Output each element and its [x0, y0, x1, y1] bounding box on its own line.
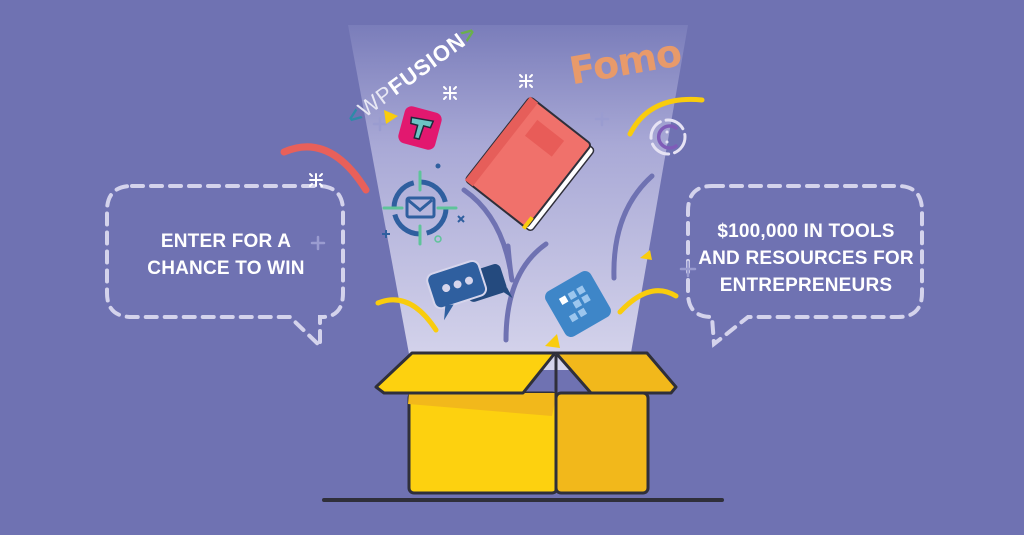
teachable-app-icon [398, 106, 442, 150]
grid-app-icon [545, 271, 611, 337]
left-bubble-text: ENTER FOR A CHANCE TO WIN [108, 228, 344, 282]
yellow-swoosh [627, 96, 705, 137]
left-bubble-line: CHANCE TO WIN [147, 258, 305, 279]
book-icon [464, 96, 595, 231]
right-bubble-line: ENTREPRENEURS [719, 275, 893, 296]
left-speech-bubble [105, 184, 345, 351]
purple-streaks [461, 173, 655, 343]
yellow-triangle [384, 110, 398, 124]
yellow-swoosh [375, 297, 439, 333]
sparkle-icon [309, 74, 533, 187]
right-bubble-text: $100,000 IN TOOLS AND RESOURCES FOR ENTR… [688, 218, 924, 299]
plus-decorations [310, 111, 697, 278]
right-bubble-line: $100,000 IN TOOLS [717, 221, 895, 242]
gift-box-icon [374, 351, 678, 495]
right-bubble-line: AND RESOURCES FOR [698, 248, 914, 269]
yellow-swoosh [617, 288, 679, 315]
yellow-triangle [640, 250, 652, 260]
email-target-icon [382, 163, 465, 246]
yellow-triangle [545, 334, 560, 348]
red-swoosh [280, 143, 370, 194]
left-bubble-line: ENTER FOR A [160, 231, 292, 252]
right-speech-bubble [686, 184, 924, 348]
circle-c-logo-icon [649, 118, 687, 156]
chat-bubbles-icon [426, 260, 513, 321]
